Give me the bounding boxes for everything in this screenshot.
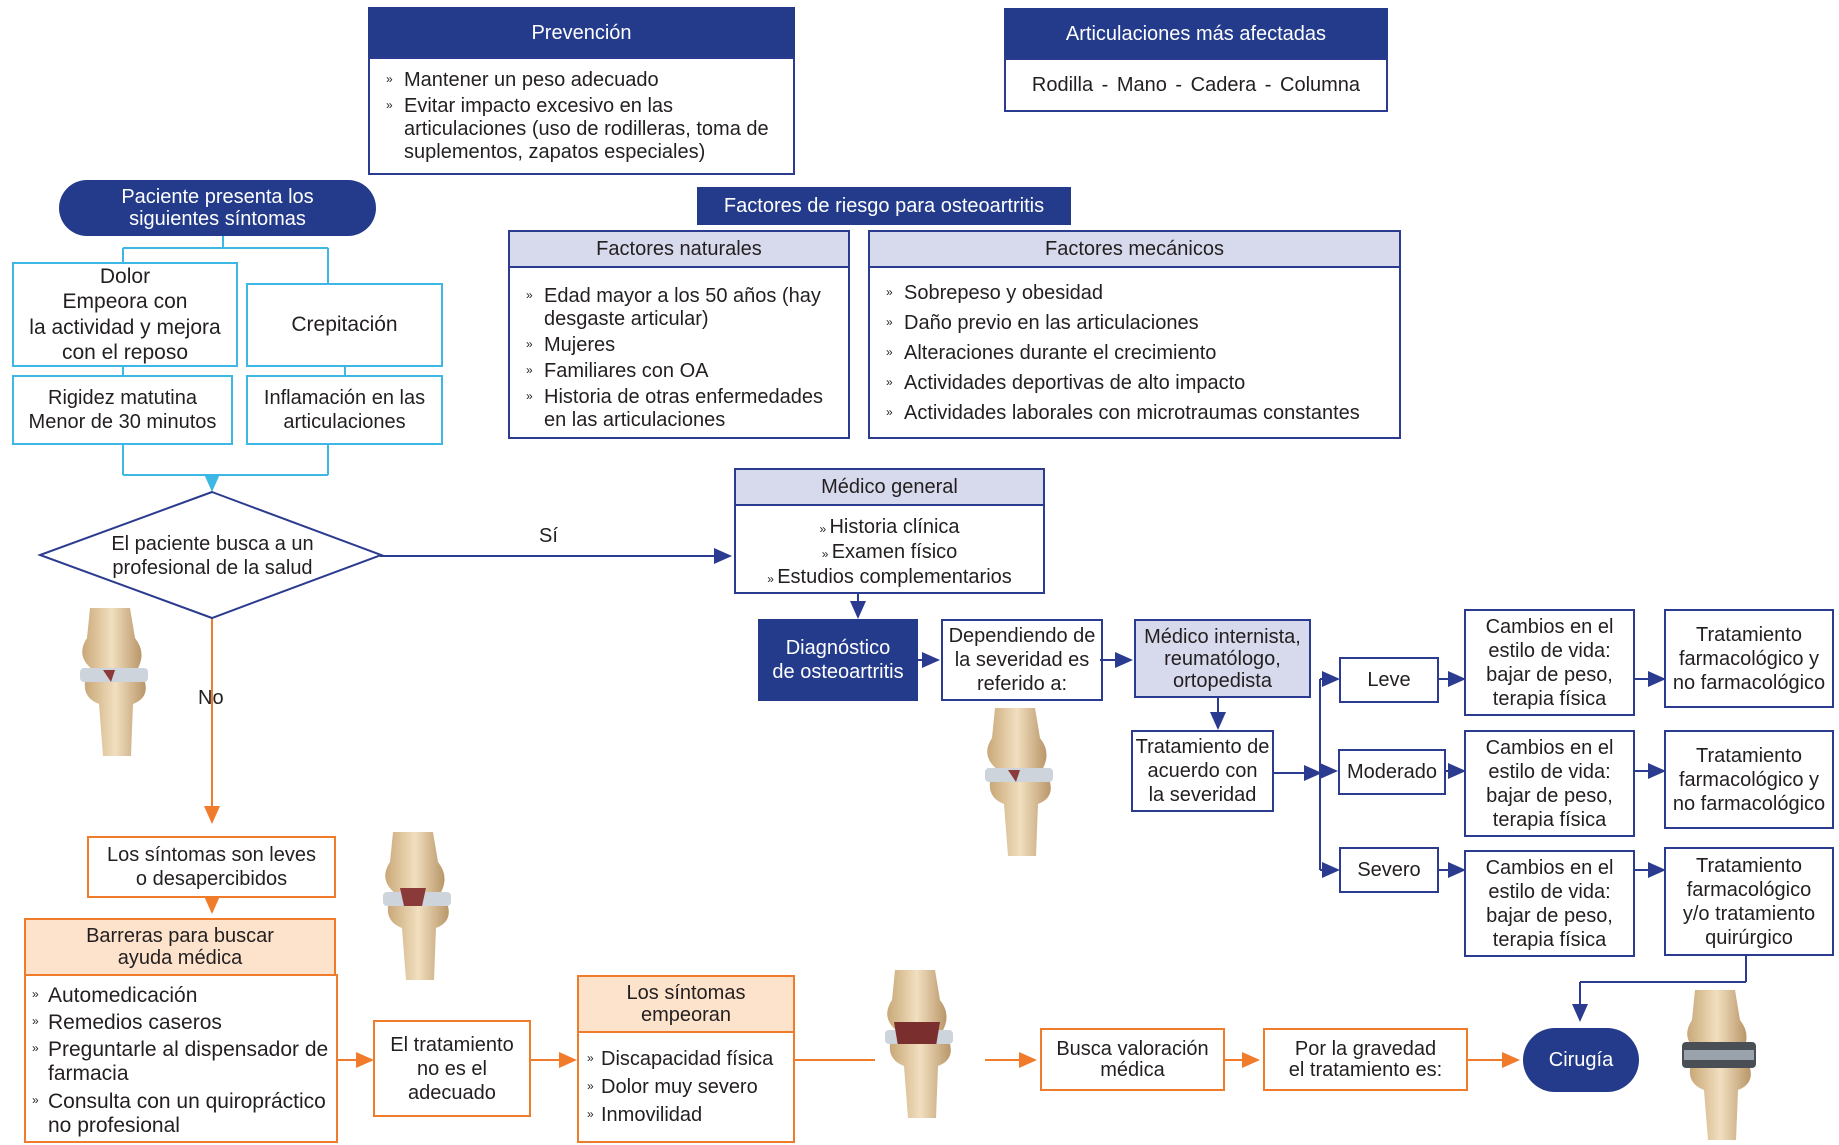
risk-factors-header: Factores de riesgo para osteoartritis (697, 187, 1071, 225)
prevention-item: »Evitar impacto excesivo en las articula… (386, 95, 769, 163)
symptom-stiffness: Rigidez matutina Menor de 30 minutos (12, 375, 233, 445)
pharm-surgical-severe: Tratamiento farmacológico y/o tratamient… (1664, 847, 1834, 956)
symptom-inflammation: Inflamación en las articulaciones (246, 375, 443, 445)
seek-evaluation-box: Busca valoración médica (1040, 1028, 1225, 1091)
natural-factor-item: »Familiares con OA (526, 360, 709, 382)
decision-question: El paciente busca a un profesional de la… (111, 533, 314, 579)
worsen-item: »Discapacidad física (587, 1048, 774, 1070)
worsen-item: »Inmovilidad (587, 1104, 703, 1126)
natural-factor-item: »Historia de otras enfermedades en las a… (526, 386, 824, 431)
mechanical-factor-item: »Actividades deportivas de alto impacto (886, 372, 1246, 394)
gp-box: » Historia clínica » Examen físico » Est… (734, 504, 1045, 594)
barrier-item: »Automedicación (32, 984, 198, 1007)
mechanical-factors-header: Factores mecánicos (868, 230, 1401, 268)
prevention-header: Prevención (368, 7, 795, 59)
yes-label: Sí (539, 525, 558, 547)
referral-box: Dependiendo de la severidad es referido … (941, 619, 1103, 701)
mild-symptoms-box: Los síntomas son leves o desapercibidos (87, 836, 336, 898)
lifestyle-moderate: Cambios en el estilo de vida: bajar de p… (1464, 730, 1635, 837)
worsen-header: Los síntomas empeoran (577, 975, 795, 1033)
pharm-moderate: Tratamiento farmacológico y no farmacoló… (1664, 730, 1834, 829)
barrier-item: »Consulta con un quiropráctico no profes… (32, 1089, 326, 1137)
severity-moderate: Moderado (1338, 749, 1446, 795)
worsen-list: »Discapacidad física »Dolor muy severo »… (587, 1047, 789, 1128)
barriers-box: »Automedicación »Remedios caseros »Pregu… (24, 974, 338, 1143)
barrier-item: »Preguntarle al dispensador de farmacia (32, 1038, 329, 1086)
mechanical-factor-item: »Sobrepeso y obesidad (886, 282, 1104, 304)
gp-header: Médico general (734, 468, 1045, 506)
worsen-item: »Dolor muy severo (587, 1076, 758, 1098)
worsen-box: »Discapacidad física »Dolor muy severo »… (577, 1031, 795, 1143)
natural-factor-item: »Mujeres (526, 334, 616, 356)
lifestyle-severe: Cambios en el estilo de vida: bajar de p… (1464, 850, 1635, 957)
gravity-box: Por la gravedad el tratamiento es: (1263, 1028, 1468, 1091)
start-symptoms-pill: Paciente presenta los siguientes síntoma… (59, 180, 376, 236)
mechanical-factor-item: »Daño previo en las articulaciones (886, 312, 1199, 334)
symptom-crepitation: Crepitación (246, 283, 443, 367)
barriers-header: Barreras para buscar ayuda médica (24, 918, 336, 976)
gp-item: » Estudios complementarios (767, 566, 1012, 588)
gp-list: » Historia clínica » Examen físico » Est… (742, 516, 1037, 588)
prevention-list-box: »Mantener un peso adecuado »Evitar impac… (368, 57, 795, 175)
joints-header: Articulaciones más afectadas (1004, 8, 1388, 60)
barriers-list: »Automedicación »Remedios caseros »Pregu… (32, 984, 332, 1138)
natural-factor-item: »Edad mayor a los 50 años (hay desgaste … (526, 285, 821, 330)
barrier-item: »Remedios caseros (32, 1011, 222, 1035)
prevention-list: »Mantener un peso adecuado »Evitar impac… (382, 69, 781, 164)
treatment-by-severity-box: Tratamiento de acuerdo con la severidad (1131, 730, 1274, 812)
natural-factors-list: »Edad mayor a los 50 años (hay desgaste … (522, 285, 840, 432)
gp-item: » Historia clínica (819, 516, 960, 538)
diagnosis-box: Diagnóstico de osteoartritis (758, 619, 918, 701)
mechanical-factors-box: »Sobrepeso y obesidad »Daño previo en la… (868, 266, 1401, 439)
natural-factors-header: Factores naturales (508, 230, 850, 268)
pharm-mild: Tratamiento farmacológico y no farmacoló… (1664, 609, 1834, 708)
mechanical-factor-item: »Actividades laborales con microtraumas … (886, 402, 1360, 424)
gp-item: » Examen físico (821, 541, 958, 563)
natural-factors-box: »Edad mayor a los 50 años (hay desgaste … (508, 266, 850, 439)
specialist-box: Médico internista, reumatólogo, ortopedi… (1134, 619, 1311, 698)
joints-list: Rodilla - Mano - Cadera - Columna (1004, 58, 1388, 112)
symptom-pain: Dolor Empeora con la actividad y mejora … (12, 262, 238, 367)
wrong-treatment-box: El tratamiento no es el adecuado (373, 1020, 531, 1117)
lifestyle-mild: Cambios en el estilo de vida: bajar de p… (1464, 609, 1635, 716)
severity-mild: Leve (1339, 657, 1439, 703)
no-label: No (198, 687, 224, 709)
severity-severe: Severo (1339, 847, 1439, 893)
mechanical-factors-list: »Sobrepeso y obesidad »Daño previo en la… (882, 280, 1391, 427)
mechanical-factor-item: »Alteraciones durante el crecimiento (886, 342, 1217, 364)
prevention-item: »Mantener un peso adecuado (386, 69, 659, 91)
surgery-pill: Cirugía (1523, 1028, 1639, 1092)
